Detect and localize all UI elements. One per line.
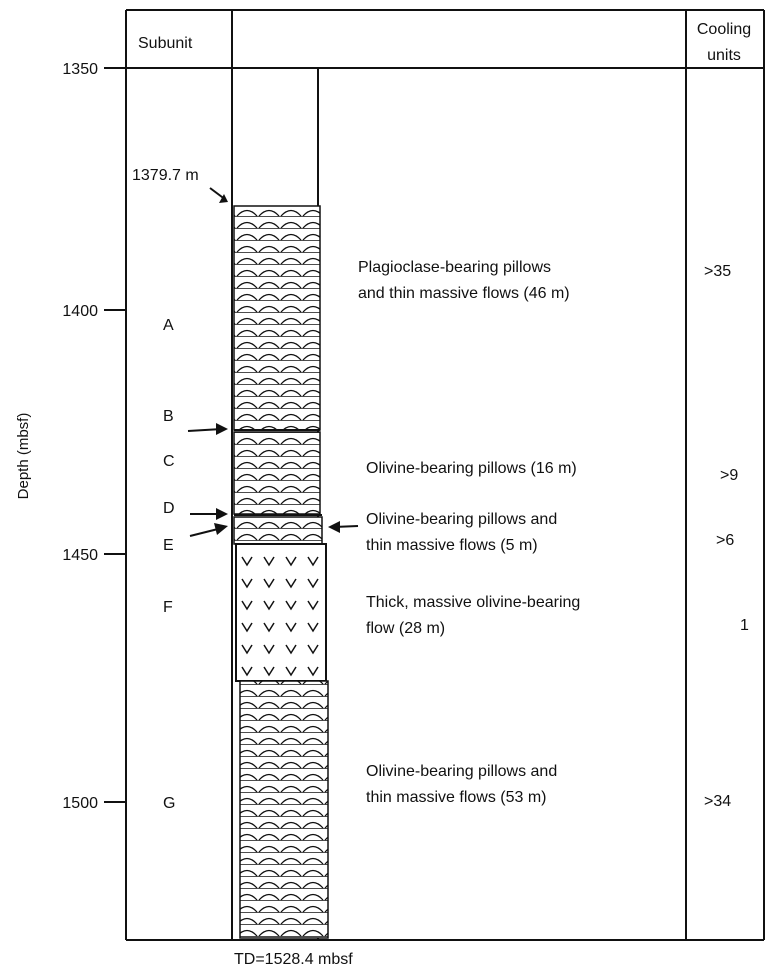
cooling-f: 1 bbox=[740, 617, 749, 634]
tick-label-1450: 1450 bbox=[62, 547, 98, 564]
pillow-unit-a bbox=[233, 205, 321, 431]
cooling-c: >9 bbox=[720, 467, 738, 484]
table-frame bbox=[125, 9, 765, 941]
cooling-units-header-line2: units bbox=[707, 47, 741, 64]
description-f-line1: Thick, massive olivine-bearing bbox=[366, 594, 580, 611]
description-e-line1: Olivine-bearing pillows and bbox=[366, 511, 557, 528]
pillow-unit-g bbox=[239, 680, 329, 939]
pillow-unit-c bbox=[233, 431, 321, 515]
subunit-header: Subunit bbox=[138, 35, 193, 52]
cooling-g: >34 bbox=[704, 793, 731, 810]
description-c: Olivine-bearing pillows (16 m) bbox=[366, 460, 577, 477]
description-g-line2: thin massive flows (53 m) bbox=[366, 789, 547, 806]
lithology-column bbox=[233, 205, 329, 939]
subunit-c: C bbox=[163, 453, 175, 470]
depth-axis-label: Depth (mbsf) bbox=[15, 413, 32, 500]
subunit-b: B bbox=[163, 408, 174, 425]
depth-axis bbox=[104, 67, 126, 803]
cooling-e: >6 bbox=[716, 532, 734, 549]
description-a-line2: and thin massive flows (46 m) bbox=[358, 285, 570, 302]
description-a-line1: Plagioclase-bearing pillows bbox=[358, 259, 551, 276]
subunit-e: E bbox=[163, 537, 174, 554]
description-g-line1: Olivine-bearing pillows and bbox=[366, 763, 557, 780]
subunit-d: D bbox=[163, 500, 175, 517]
tick-label-1350: 1350 bbox=[62, 61, 98, 78]
pillow-unit-e bbox=[233, 516, 323, 545]
subunit-a: A bbox=[163, 317, 174, 334]
tick-label-1400: 1400 bbox=[62, 303, 98, 320]
subunit-f: F bbox=[163, 599, 173, 616]
top-depth-marker: 1379.7 m bbox=[132, 167, 199, 184]
tick-label-1500: 1500 bbox=[62, 795, 98, 812]
total-depth-label: TD=1528.4 mbsf bbox=[234, 951, 353, 968]
arrows bbox=[187, 187, 359, 537]
description-f-line2: flow (28 m) bbox=[366, 620, 445, 637]
massive-flow-unit-f bbox=[235, 543, 327, 682]
cooling-a: >35 bbox=[704, 263, 731, 280]
description-e-line2: thin massive flows (5 m) bbox=[366, 537, 538, 554]
cooling-units-header-line1: Cooling bbox=[697, 21, 751, 38]
subunit-g: G bbox=[163, 795, 175, 812]
